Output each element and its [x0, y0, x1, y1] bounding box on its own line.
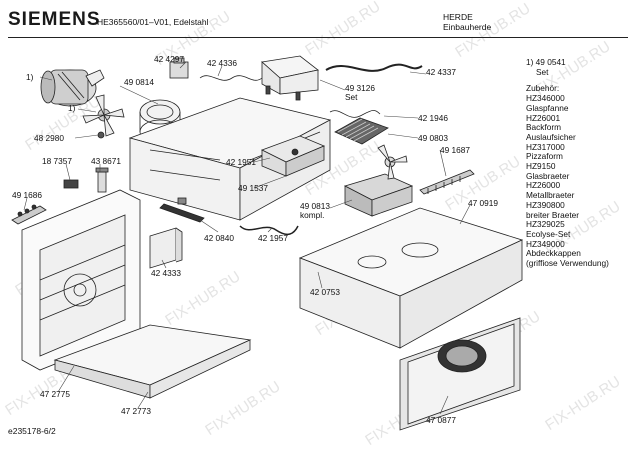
accessory-item: (griffiose Verwendung)	[526, 258, 609, 269]
screw-part	[97, 131, 105, 139]
accessory-item: HZ26001	[526, 112, 561, 123]
accessory-item: HZ26000	[526, 180, 561, 191]
part-label: 47 0919	[468, 198, 498, 208]
convection-fan-part	[343, 144, 414, 217]
accessory-item: Pizzaform	[526, 151, 563, 162]
part-label: 42 0753	[310, 287, 340, 297]
accessory-item: Auslaufsicher	[526, 131, 576, 142]
leader-lines	[23, 61, 471, 415]
part-label: 47 2775	[40, 389, 70, 399]
door-panel-part	[399, 317, 521, 431]
oven-cavity-frame	[21, 189, 141, 371]
part-label: 48 2980	[34, 133, 64, 143]
part-label: 47 0877	[426, 415, 456, 425]
accessory-item: Backform	[526, 122, 562, 133]
brand-logo: SIEMENS	[8, 9, 101, 30]
accessory-item: Metallbraeter	[526, 190, 575, 201]
part-label: 42 4337	[426, 67, 456, 77]
accessory-item: breiter Braeter	[526, 209, 580, 220]
part-label: 42 1946	[418, 113, 448, 123]
category-line: HERDE	[443, 12, 473, 22]
part-label: 42 4336	[207, 58, 237, 68]
heat-sink-part	[334, 117, 389, 145]
side-note: Set	[536, 66, 549, 77]
accessory-item: Glaspfanne	[526, 102, 569, 113]
fan-motor-part	[40, 69, 105, 107]
header-divider	[8, 37, 628, 38]
cable-part	[325, 63, 423, 72]
accessories-panel: 1) 49 0541 Set Zubehör: HZ346000 Glaspfa…	[526, 57, 630, 269]
part-label: 47 2773	[121, 406, 151, 416]
category: HERDE Einbauherde	[443, 12, 491, 32]
bracket-part	[149, 227, 183, 269]
part-label: 49 1686	[12, 190, 42, 200]
part-label: 18 7357	[42, 156, 72, 166]
accessory-item: HZ9150	[526, 161, 556, 172]
part-label: 49 1687	[440, 145, 470, 155]
part-label: Set	[345, 92, 358, 102]
part-label: 1)	[68, 103, 76, 113]
part-label: 1)	[26, 72, 34, 82]
sensor-box-part	[261, 55, 319, 101]
accessory-item: HZ346000	[526, 93, 565, 104]
heating-element-part	[419, 169, 475, 195]
part-label: 49 3126	[345, 83, 375, 93]
accessory-item: HZ390800	[526, 199, 565, 210]
control-module-part	[260, 135, 326, 177]
sensor-part	[63, 167, 109, 193]
part-label: 49 0803	[418, 133, 448, 143]
cable-part	[239, 225, 299, 236]
part-label: 42 4333	[151, 268, 181, 278]
model-number: HE365560/01–V01, Edelstahl	[97, 17, 209, 27]
bottom-frame-part	[53, 324, 252, 399]
part-label: 49 0813	[300, 201, 330, 211]
wire-harness	[199, 75, 263, 81]
part-label: 42 4297	[154, 54, 184, 64]
part-label: 42 0840	[204, 233, 234, 243]
accessory-item: HZ329025	[526, 219, 565, 230]
accessories-title: Zubehör:	[526, 83, 560, 94]
oven-housing-part	[298, 207, 524, 349]
accessory-item: Ecolyse-Set	[526, 228, 571, 239]
temperature-sensor-part	[159, 197, 205, 223]
part-label: kompl.	[300, 210, 325, 220]
part-label: 49 1537	[238, 183, 268, 193]
terminal-block-part	[11, 204, 47, 225]
category-line: Einbauherde	[443, 22, 492, 32]
side-note: 1) 49 0541	[526, 57, 566, 67]
cable-part	[329, 110, 381, 118]
part-label: 42 1951	[226, 157, 256, 167]
accessory-item: Abdeckkappen	[526, 248, 581, 259]
fan-blade-part	[82, 94, 125, 137]
part-label: 42 1957	[258, 233, 288, 243]
part-label: 43 8671	[91, 156, 121, 166]
accessory-item: HZ317000	[526, 141, 565, 152]
part-label: 49 0814	[124, 77, 154, 87]
accessory-item: Glasbraeter	[526, 170, 570, 181]
transformer-part	[169, 57, 189, 79]
accessory-item: HZ349000	[526, 238, 565, 249]
document-code: e235178-6/2	[8, 426, 56, 436]
